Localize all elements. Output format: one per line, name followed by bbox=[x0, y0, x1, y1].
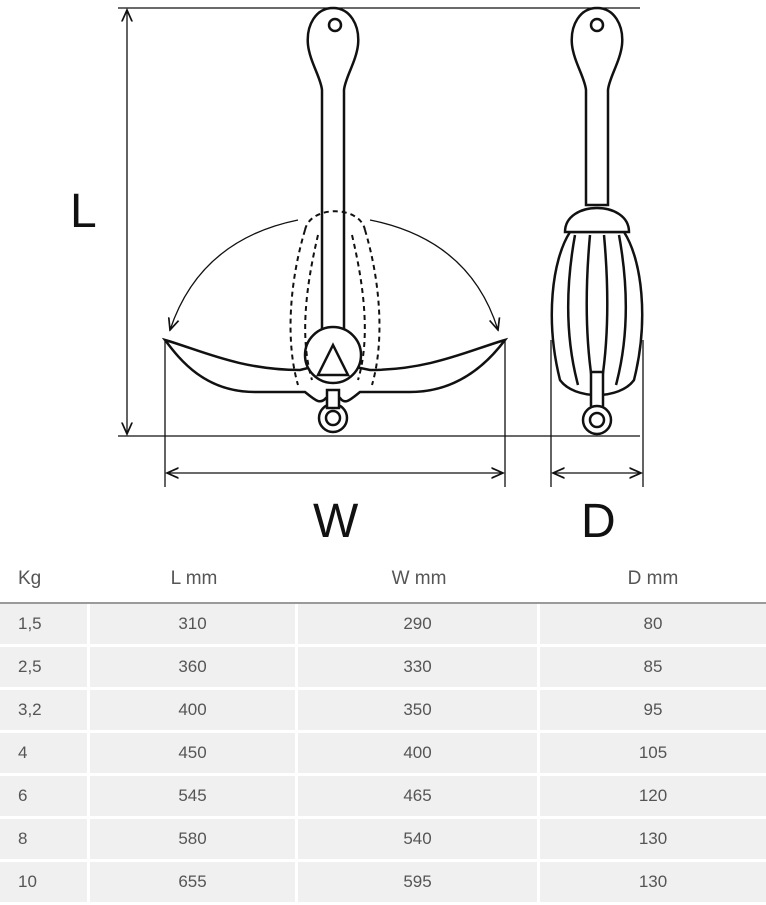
cell-w-mm: 330 bbox=[298, 647, 540, 690]
depth-label: D bbox=[581, 495, 616, 548]
cell-w-mm: 465 bbox=[298, 776, 540, 819]
dimension-lines bbox=[118, 7, 644, 487]
anchor-front-view bbox=[161, 6, 509, 434]
cell-kg: 3,2 bbox=[0, 690, 90, 733]
cell-l-mm: 400 bbox=[90, 690, 298, 733]
cell-kg: 10 bbox=[0, 862, 90, 905]
cell-w-mm: 350 bbox=[298, 690, 540, 733]
header-kg: Kg bbox=[0, 555, 90, 604]
cell-w-mm: 595 bbox=[298, 862, 540, 905]
header-l-mm: L mm bbox=[90, 555, 298, 604]
table-header-row: Kg L mm W mm D mm bbox=[0, 555, 766, 604]
cell-w-mm: 400 bbox=[298, 733, 540, 776]
cell-l-mm: 655 bbox=[90, 862, 298, 905]
header-w-mm: W mm bbox=[298, 555, 540, 604]
length-label: L bbox=[70, 185, 97, 238]
cell-d-mm: 130 bbox=[540, 862, 766, 905]
cell-d-mm: 80 bbox=[540, 604, 766, 647]
cell-l-mm: 360 bbox=[90, 647, 298, 690]
header-d-mm: D mm bbox=[540, 555, 766, 604]
cell-kg: 1,5 bbox=[0, 604, 90, 647]
cell-d-mm: 85 bbox=[540, 647, 766, 690]
cell-l-mm: 450 bbox=[90, 733, 298, 776]
folded-flukes-outline bbox=[289, 210, 381, 386]
width-label: W bbox=[313, 495, 359, 548]
cell-kg: 6 bbox=[0, 776, 90, 819]
anchor-side-view bbox=[550, 6, 644, 436]
cell-w-mm: 290 bbox=[298, 604, 540, 647]
cell-d-mm: 105 bbox=[540, 733, 766, 776]
anchor-dimension-diagram bbox=[118, 6, 644, 487]
cell-l-mm: 310 bbox=[90, 604, 298, 647]
cell-d-mm: 95 bbox=[540, 690, 766, 733]
cell-kg: 8 bbox=[0, 819, 90, 862]
cell-d-mm: 130 bbox=[540, 819, 766, 862]
cell-kg: 4 bbox=[0, 733, 90, 776]
cell-l-mm: 580 bbox=[90, 819, 298, 862]
cell-w-mm: 540 bbox=[298, 819, 540, 862]
cell-d-mm: 120 bbox=[540, 776, 766, 819]
cell-kg: 2,5 bbox=[0, 647, 90, 690]
cell-l-mm: 545 bbox=[90, 776, 298, 819]
